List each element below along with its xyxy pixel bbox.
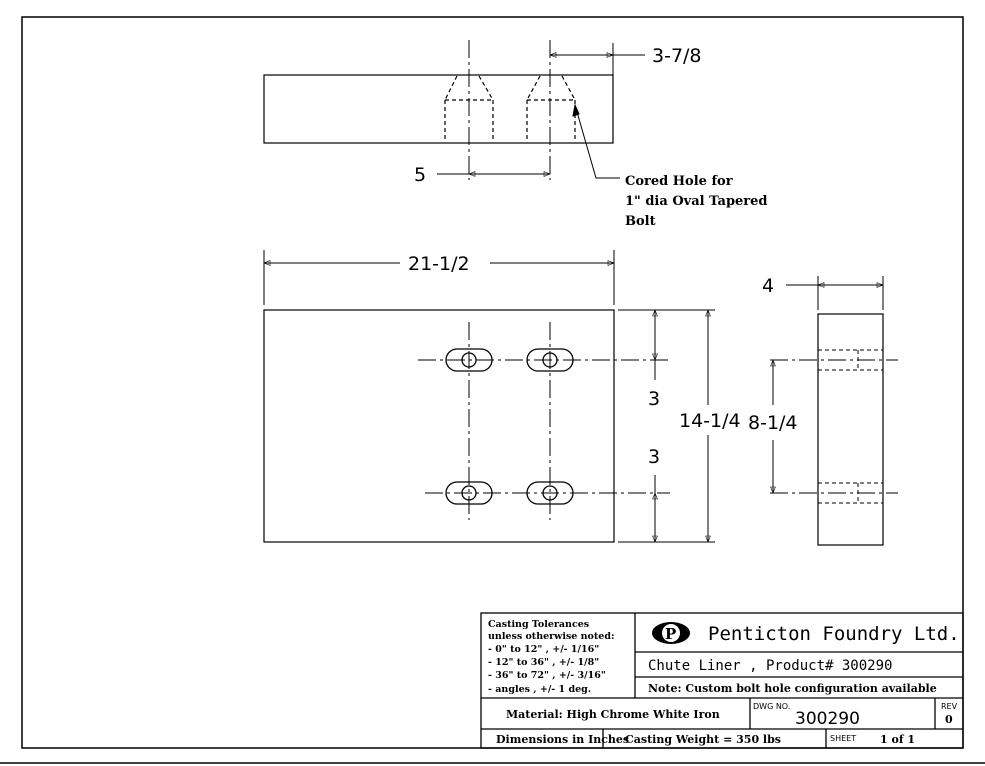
oval-hole-bottom-right [526,481,574,505]
top-hidden-hole-right [526,75,576,142]
front-view-outline [263,309,615,543]
dim-thickness [786,276,884,310]
tolerance-row: - 36" to 72" , +/- 3/16" [488,670,606,681]
product-note: Note: Custom bolt hole configuration ava… [648,682,937,695]
tolerance-heading-1: Casting Tolerances [488,619,589,630]
note-line-3: Bolt [625,214,656,229]
sheet-label: SHEET [830,734,856,743]
dwg-label: DWG NO. [753,702,790,711]
dim-top-spacing [549,43,645,75]
top-view-outline [263,74,614,144]
company-logo: P [652,622,690,644]
dim-thickness-label: 4 [762,275,774,297]
logo-letter: P [665,625,676,643]
dim-edge-to-hole-label: 3 [648,388,660,410]
dim-hole-spacing-label: 5 [414,164,426,186]
dim-overall-width-label: 14-1/4 [679,410,741,432]
front-extension-lines [618,309,715,543]
oval-hole-top-left [445,348,493,372]
dim-overall-length-label: 21-1/2 [408,253,470,275]
tolerance-row: - angles , +/- 1 deg. [488,684,591,695]
oval-hole-bottom-left [445,481,493,505]
note-leader [572,103,620,179]
note-line-1: Cored Hole for [625,174,733,189]
product-name: Chute Liner , Product# 300290 [648,658,892,674]
side-view [770,313,898,546]
dim-top-spacing-label: 3-7/8 [652,45,702,67]
dim-hole-to-edge-label: 3 [648,446,660,468]
rev-value: 0 [945,713,953,726]
tolerance-row: - 0" to 12" , +/- 1/16" [488,644,599,655]
material: Material: High Chrome White Iron [506,708,720,721]
dwg-number: 300290 [795,709,860,729]
company-name: Penticton Foundry Ltd. [708,623,960,645]
units: Dimensions in Inches [496,733,629,746]
note-line-2: 1" dia Oval Tapered [625,194,768,209]
front-view [263,309,670,543]
dim-overall-length [263,250,615,305]
oval-hole-top-right [526,348,574,372]
tolerance-row: - 12" to 36" , +/- 1/8" [488,657,599,668]
tolerance-heading-2: unless otherwise noted: [488,631,614,642]
rev-label: REV [941,702,958,711]
side-view-outline [817,313,884,546]
casting-weight: Casting Weight = 350 lbs [625,733,781,746]
dim-hole-centers-label: 8-1/4 [748,412,798,434]
sheet-value: 1 of 1 [880,733,915,746]
title-block [480,612,964,749]
top-view [263,40,614,180]
